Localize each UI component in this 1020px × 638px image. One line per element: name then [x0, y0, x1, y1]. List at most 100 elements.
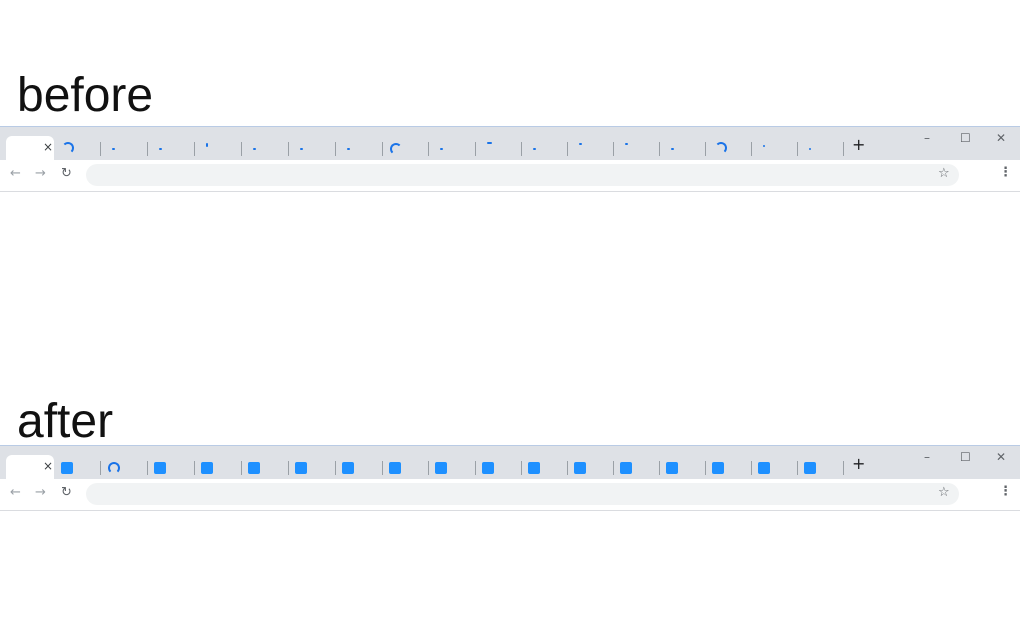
tab-item[interactable] [751, 455, 797, 480]
tab-item[interactable] [475, 455, 521, 480]
back-arrow-icon[interactable]: ← [10, 485, 21, 500]
tab-item[interactable] [335, 455, 382, 480]
menu-icon[interactable]: ⋮ [999, 484, 1012, 499]
loading-spinner-icon [347, 148, 350, 150]
tab-item[interactable] [659, 455, 705, 480]
before-caption: before [17, 69, 154, 122]
tab-loading[interactable] [100, 136, 147, 161]
tab-loading[interactable] [288, 136, 335, 161]
tab-item[interactable] [241, 455, 288, 480]
after-caption: after [17, 395, 114, 448]
favicon-icon [620, 462, 632, 474]
loading-spinner-icon [533, 148, 536, 150]
reload-icon[interactable]: ↻ [61, 485, 72, 500]
maximize-button[interactable]: ☐ [960, 131, 971, 145]
tab-loading[interactable] [659, 136, 705, 161]
tab-loading[interactable] [335, 136, 382, 161]
favicon-icon [154, 462, 166, 474]
back-arrow-icon[interactable]: ← [10, 166, 21, 181]
tab-loading[interactable] [428, 136, 475, 161]
tab-close-icon[interactable]: × [43, 459, 54, 473]
favicon-icon [248, 462, 260, 474]
favicon-icon [342, 462, 354, 474]
loading-spinner-icon [62, 142, 74, 154]
loading-spinner-icon [579, 143, 582, 145]
menu-icon[interactable]: ⋮ [999, 165, 1012, 180]
tab-loading[interactable] [751, 136, 797, 161]
tab-loading[interactable] [797, 136, 843, 161]
loading-spinner-icon [715, 142, 727, 154]
loading-spinner-icon [112, 148, 115, 150]
loading-spinner-icon [108, 462, 120, 474]
favicon-icon [61, 462, 73, 474]
toolbar: ← → ↻ ☆ ⋮ [0, 479, 1020, 511]
loading-spinner-icon [487, 142, 492, 144]
tab-strip: × + – ☐ ✕ [0, 445, 1020, 480]
tab-loading[interactable] [382, 136, 428, 161]
tab-separator [843, 455, 847, 480]
tab-item[interactable] [428, 455, 475, 480]
new-tab-button[interactable]: + [852, 135, 866, 154]
tab-item[interactable] [797, 455, 843, 480]
reload-icon[interactable]: ↻ [61, 166, 72, 181]
address-bar[interactable] [86, 483, 959, 505]
tab-loading[interactable] [567, 136, 613, 161]
favicon-icon [201, 462, 213, 474]
tab-loading[interactable] [521, 136, 567, 161]
tab-loading[interactable] [100, 455, 147, 480]
favicon-icon [758, 462, 770, 474]
tab-strip: × + – ☐ ✕ [0, 126, 1020, 161]
tab-loading[interactable] [54, 136, 100, 161]
address-bar[interactable] [86, 164, 959, 186]
tab-item[interactable] [613, 455, 659, 480]
loading-spinner-icon [763, 145, 765, 147]
tab-item[interactable] [382, 455, 428, 480]
toolbar: ← → ↻ ☆ ⋮ [0, 160, 1020, 192]
tab-active[interactable]: × [6, 455, 54, 480]
bookmark-star-icon[interactable]: ☆ [938, 166, 950, 181]
new-tab-button[interactable]: + [852, 454, 866, 473]
minimize-button[interactable]: – [924, 131, 930, 145]
tab-loading[interactable] [613, 136, 659, 161]
loading-spinner-icon [390, 143, 402, 155]
tab-separator [843, 136, 847, 161]
forward-arrow-icon[interactable]: → [35, 166, 46, 181]
window-close-button[interactable]: ✕ [996, 131, 1007, 145]
loading-spinner-icon [159, 148, 162, 150]
tab-loading[interactable] [705, 136, 751, 161]
loading-spinner-icon [206, 143, 208, 147]
minimize-button[interactable]: – [924, 450, 930, 464]
tab-item[interactable] [54, 455, 100, 480]
favicon-icon [435, 462, 447, 474]
favicon-icon [295, 462, 307, 474]
favicon-icon [666, 462, 678, 474]
tab-item[interactable] [147, 455, 194, 480]
tab-item[interactable] [521, 455, 567, 480]
loading-spinner-icon [625, 143, 628, 145]
tab-close-icon[interactable]: × [43, 140, 54, 154]
tab-item[interactable] [705, 455, 751, 480]
tab-item[interactable] [288, 455, 335, 480]
loading-spinner-icon [671, 148, 674, 150]
forward-arrow-icon[interactable]: → [35, 485, 46, 500]
bookmark-star-icon[interactable]: ☆ [938, 485, 950, 500]
tab-loading[interactable] [147, 136, 194, 161]
tab-loading[interactable] [475, 136, 521, 161]
loading-spinner-icon [253, 148, 256, 150]
browser-window-before: × + – ☐ ✕ ← → ↻ ☆ ⋮ [0, 126, 1020, 192]
favicon-icon [574, 462, 586, 474]
browser-window-after: × + – ☐ ✕ ← → ↻ ☆ ⋮ [0, 445, 1020, 511]
tab-item[interactable] [194, 455, 241, 480]
loading-spinner-icon [440, 148, 443, 150]
maximize-button[interactable]: ☐ [960, 450, 971, 464]
favicon-icon [389, 462, 401, 474]
loading-spinner-icon [300, 148, 303, 150]
tab-loading[interactable] [194, 136, 241, 161]
window-close-button[interactable]: ✕ [996, 450, 1007, 464]
favicon-icon [712, 462, 724, 474]
tab-item[interactable] [567, 455, 613, 480]
loading-spinner-icon [809, 148, 811, 150]
tab-active[interactable]: × [6, 136, 54, 161]
tab-loading[interactable] [241, 136, 288, 161]
favicon-icon [482, 462, 494, 474]
